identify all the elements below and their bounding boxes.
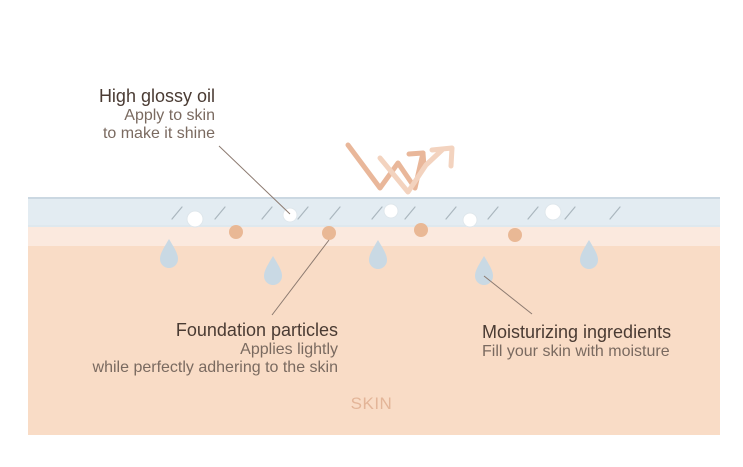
oil-bubble: [383, 203, 399, 219]
skin-label: SKIN: [350, 394, 393, 413]
oil-leader-line: [218, 145, 291, 215]
moisture-desc-line1: Fill your skin with moisture: [482, 342, 670, 360]
oil-layer: [28, 197, 720, 227]
oil-desc-line2: to make it shine: [102, 125, 215, 143]
oil-bubble: [282, 207, 298, 223]
oil-bubbles: [186, 203, 562, 228]
foundation-particle: [229, 225, 243, 239]
foundation-callout: Foundation particles Applies lightly whi…: [93, 320, 338, 377]
droplet-icon: [580, 240, 598, 269]
droplet-icon: [369, 240, 387, 269]
foundation-particles: [229, 223, 522, 242]
oil-desc-line1: Apply to skin: [124, 106, 215, 124]
oil-bubble: [462, 212, 478, 228]
moisture-title: Moisturizing ingredients: [482, 322, 672, 342]
transition-layer: [28, 226, 720, 246]
oil-bubble: [544, 203, 562, 221]
arrow-dark-head: [406, 150, 427, 170]
moisture-callout: Moisturizing ingredients Fill your skin …: [482, 322, 671, 361]
foundation-particle: [414, 223, 428, 237]
foundation-desc-line1: Applies lightly: [240, 340, 338, 358]
droplet-icon: [160, 239, 178, 268]
droplet-icon: [475, 256, 493, 285]
oil-title: High glossy oil: [98, 86, 215, 106]
foundation-leader-line: [271, 239, 330, 316]
arrow-light: [377, 147, 445, 195]
droplet-icon: [264, 256, 282, 285]
foundation-particle: [508, 228, 522, 242]
arrow-light-head: [429, 145, 455, 169]
moisture-leader-line: [483, 275, 533, 315]
oil-callout: High glossy oil Apply to skin to make it…: [99, 86, 215, 143]
foundation-desc-line2: while perfectly adhering to the skin: [92, 359, 338, 377]
foundation-title: Foundation particles: [175, 320, 338, 340]
moisture-droplets: [160, 239, 598, 285]
oil-bubble: [186, 210, 204, 228]
shine-arrows-icon: [345, 142, 455, 195]
leader-lines: [218, 145, 533, 316]
foundation-particle: [322, 226, 336, 240]
oil-shine-marks: [171, 206, 621, 220]
